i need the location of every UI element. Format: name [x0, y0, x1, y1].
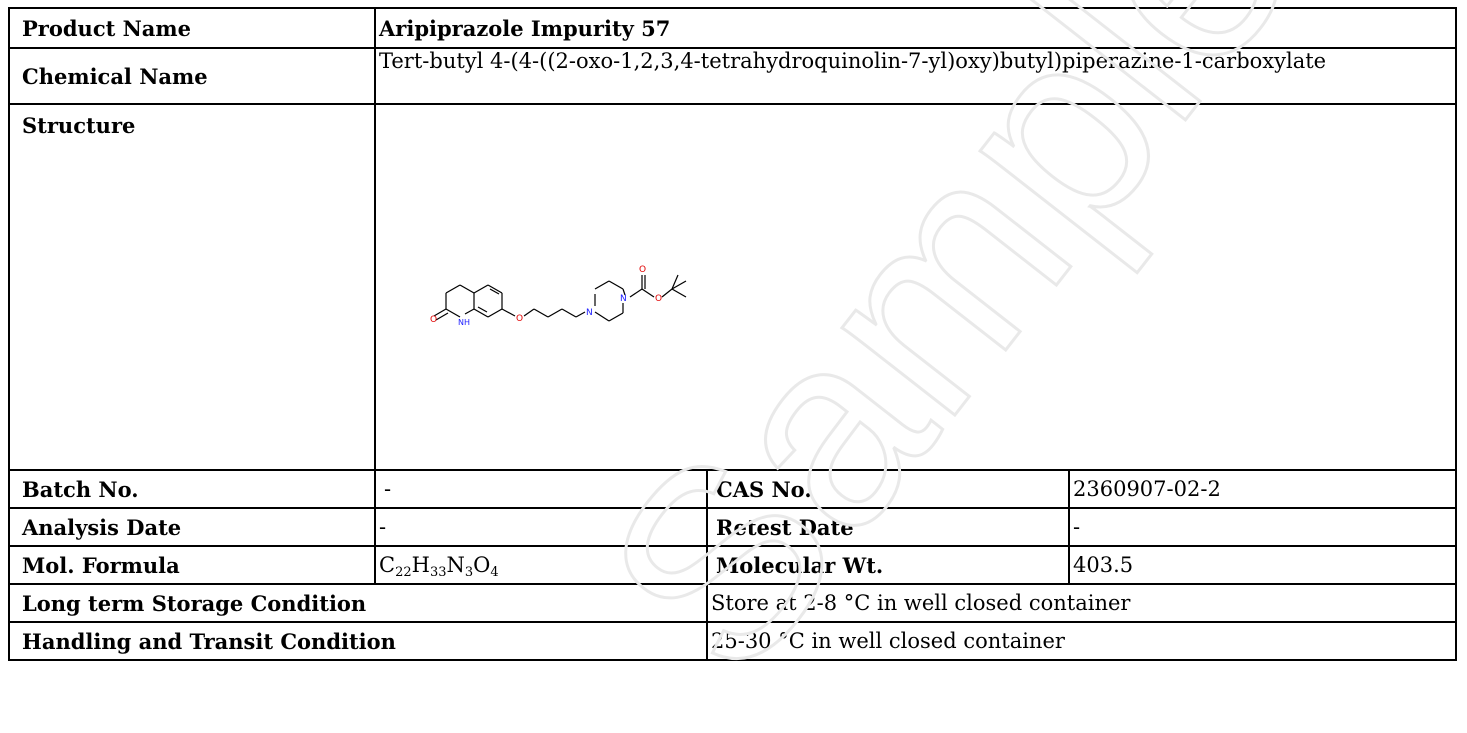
transit-label: Handling and Transit Condition [8, 621, 708, 661]
formula-c: C [379, 552, 396, 577]
row-formula: Mol. Formula C22H33N3O4 Molecular Wt. 40… [8, 545, 1458, 585]
formula-h: H [411, 552, 430, 577]
structure-label: Structure [22, 113, 136, 138]
atom-o-ester: O [655, 294, 662, 304]
atom-o-ketone: O [430, 315, 437, 325]
structure-label-cell: Structure [8, 103, 376, 471]
atom-o-carbonyl: O [639, 265, 646, 275]
analysis-date-value: - [374, 507, 708, 547]
molecule-structure-image: O NH O N N O O [430, 265, 687, 327]
row-storage: Long term Storage Condition Store at 2-8… [8, 583, 1458, 623]
row-batch-cas: Batch No. - CAS No. 2360907-02-2 [8, 469, 1458, 509]
storage-label: Long term Storage Condition [8, 583, 708, 623]
formula-n: N [446, 552, 465, 577]
formula-o-count: 4 [490, 564, 499, 580]
formula-label: Mol. Formula [8, 545, 376, 585]
row-product-name: Product Name Aripiprazole Impurity 57 [8, 7, 1458, 49]
product-name-label: Product Name [8, 7, 376, 49]
atom-nh: NH [458, 318, 470, 327]
row-structure: Structure [8, 103, 1458, 471]
storage-value: Store at 2-8 °C in well closed container [705, 583, 1458, 623]
row-transit: Handling and Transit Condition 25-30 °C … [8, 621, 1458, 661]
structure-cell: O NH O N N O O [373, 103, 1458, 471]
row-dates: Analysis Date - Retest Date - [8, 507, 1458, 547]
formula-n-count: 3 [464, 564, 474, 580]
formula-h-count: 33 [429, 564, 447, 580]
formula-value: C22H33N3O4 [374, 545, 708, 585]
atom-n2: N [620, 294, 627, 304]
cas-value: 2360907-02-2 [1067, 469, 1458, 509]
retest-date-value: - [1067, 507, 1458, 547]
mol-wt-value: 403.5 [1067, 545, 1458, 585]
cas-label: CAS No. [706, 469, 1070, 509]
coa-table: Product Name Aripiprazole Impurity 57 Ch… [8, 7, 1458, 661]
chemical-name-value: Tert-butyl 4-(4-((2-oxo-1,2,3,4-tetrahyd… [373, 47, 1458, 105]
atom-o-ether: O [516, 314, 523, 324]
batch-label: Batch No. [8, 469, 376, 509]
analysis-date-label: Analysis Date [8, 507, 376, 547]
row-chemical-name: Chemical Name Tert-butyl 4-(4-((2-oxo-1,… [8, 47, 1458, 105]
formula-c-count: 22 [395, 564, 412, 580]
chemical-name-label: Chemical Name [8, 47, 376, 105]
transit-value: 25-30 °C in well closed container [705, 621, 1458, 661]
atom-n1: N [586, 308, 593, 318]
product-name-value: Aripiprazole Impurity 57 [373, 7, 1458, 49]
mol-wt-label: Molecular Wt. [706, 545, 1070, 585]
retest-date-label: Retest Date [706, 507, 1070, 547]
batch-value: - [374, 469, 708, 509]
formula-o: O [473, 552, 491, 577]
